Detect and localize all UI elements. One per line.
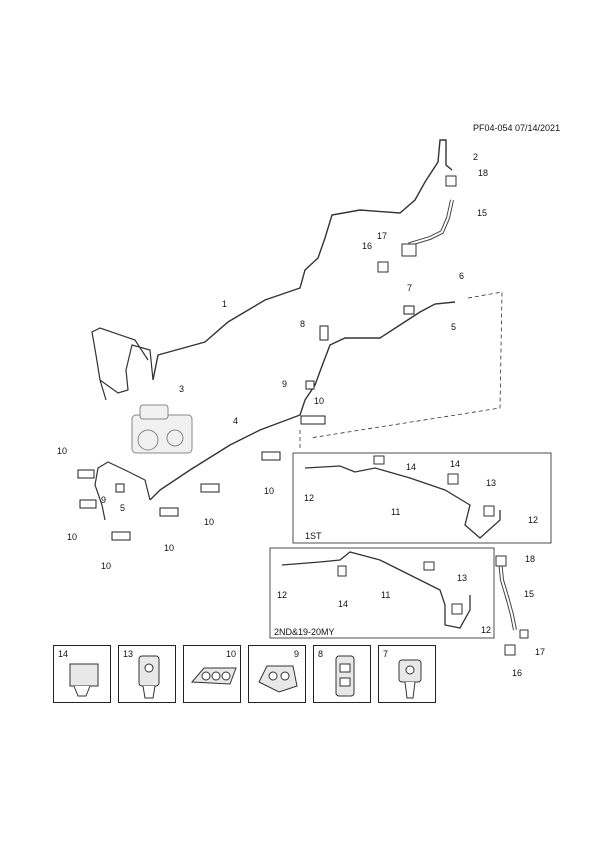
callout-10: 10: [57, 446, 68, 456]
diagram-ref-code: PF04-054 07/14/2021: [473, 123, 561, 133]
callout-8: 8: [300, 319, 306, 329]
callout-12: 12: [481, 625, 492, 635]
thumbnail-part: 13: [118, 645, 176, 703]
callout-10: 10: [204, 517, 215, 527]
callout-12: 12: [304, 493, 315, 503]
callout-17: 17: [377, 231, 388, 241]
callout-18: 18: [525, 554, 536, 564]
callout-10: 10: [101, 561, 112, 571]
callout-6: 6: [459, 271, 465, 281]
callout-14: 14: [338, 599, 349, 609]
thumbnail-part: 9: [248, 645, 306, 703]
thumbnail-number: 13: [123, 649, 134, 659]
clip-9-icon: [258, 665, 298, 693]
callout-14: 14: [406, 462, 417, 472]
thumbnail-number: 7: [383, 649, 389, 659]
callout-10: 10: [314, 396, 325, 406]
brake-line-1: [152, 139, 453, 381]
callout-12: 12: [277, 590, 288, 600]
brake-line-1-left-loop: [91, 327, 154, 394]
callout-7: 7: [407, 283, 413, 293]
inset-label-2nd: 2ND&19-20MY: [274, 627, 335, 637]
callout-10: 10: [264, 486, 275, 496]
callout-11: 11: [381, 590, 391, 600]
inset-label-1st: 1ST: [305, 531, 322, 541]
clip-7-icon: [398, 659, 422, 699]
callout-11: 11: [391, 507, 401, 517]
callout-18: 18: [478, 168, 489, 178]
clip-10-group: [77, 305, 415, 541]
thumbnail-part: 8: [313, 645, 371, 703]
callout-10: 10: [67, 532, 78, 542]
callout-15: 15: [524, 589, 535, 599]
clip-14-icon: [69, 663, 99, 697]
clip-10-icon: [190, 667, 237, 685]
brake-line-11-2nd: [281, 551, 471, 629]
callout-15: 15: [477, 208, 488, 218]
callout-12: 12: [528, 515, 539, 525]
brake-line-4: [149, 301, 456, 501]
inset-2nd-frame: [269, 547, 495, 639]
callout-9: 9: [282, 379, 288, 389]
abs-module: [131, 404, 193, 454]
callout-4: 4: [233, 416, 239, 426]
callout-2: 2: [473, 152, 479, 162]
callout-13: 13: [457, 573, 468, 583]
thumbnail-part: 14: [53, 645, 111, 703]
thumbnail-number: 14: [58, 649, 69, 659]
thumbnail-part: 7: [378, 645, 436, 703]
callout-13: 13: [486, 478, 497, 488]
brake-line-11-1st: [304, 465, 501, 539]
callout-3: 3: [179, 384, 185, 394]
callout-16: 16: [512, 668, 523, 678]
inset-1st-frame: [292, 452, 552, 544]
callout-9: 9: [101, 495, 107, 505]
callout-5: 5: [451, 322, 457, 332]
callout-17: 17: [535, 647, 546, 657]
callout-1: 1: [222, 299, 228, 309]
callout-5: 5: [120, 503, 126, 513]
thumbnail-number: 10: [225, 649, 236, 659]
thumbnail-part: 10: [183, 645, 241, 703]
clip-13-icon: [138, 655, 160, 699]
callout-16: 16: [362, 241, 373, 251]
callout-14: 14: [450, 459, 461, 469]
thumbnail-number: 9: [293, 649, 299, 659]
callout-10: 10: [164, 543, 175, 553]
clip-8-icon: [335, 655, 355, 697]
thumbnail-number: 8: [318, 649, 324, 659]
